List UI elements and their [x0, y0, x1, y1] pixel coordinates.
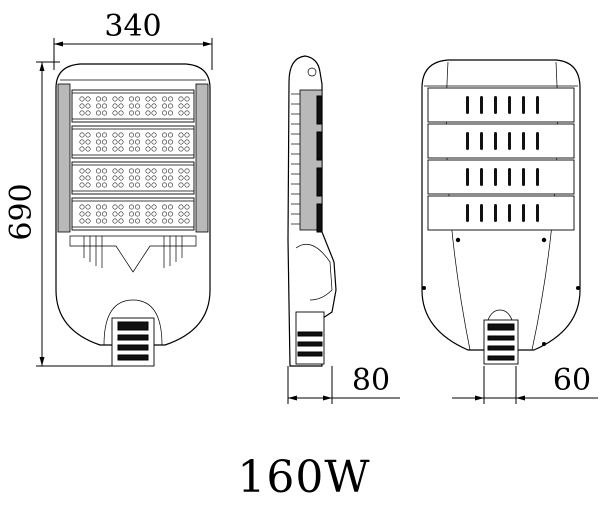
- led-module: [71, 161, 195, 195]
- back-view: 60: [421, 59, 598, 404]
- back-slot-panels: [427, 87, 575, 231]
- dimension-height-front: 690: [4, 183, 39, 240]
- wattage-caption: 160W: [237, 452, 371, 503]
- led-module: [71, 125, 195, 159]
- led-module: [71, 89, 195, 123]
- dimension-width-front: 340: [104, 9, 161, 44]
- dimension-width-side: 80: [352, 363, 390, 398]
- side-view: 80: [287, 55, 400, 404]
- dimension-width-back: 60: [553, 363, 591, 398]
- led-module: [71, 197, 195, 231]
- led-modules: [71, 89, 195, 231]
- front-view: 340 690: [4, 9, 213, 367]
